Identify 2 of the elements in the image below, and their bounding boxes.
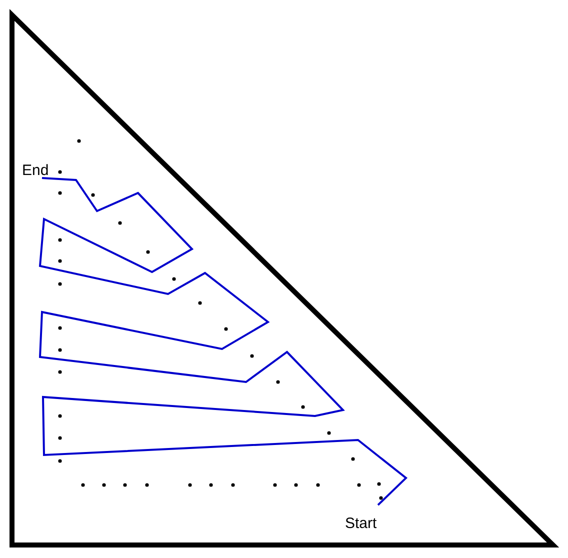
route-label: End	[22, 163, 49, 178]
route-label: Start	[345, 516, 377, 531]
